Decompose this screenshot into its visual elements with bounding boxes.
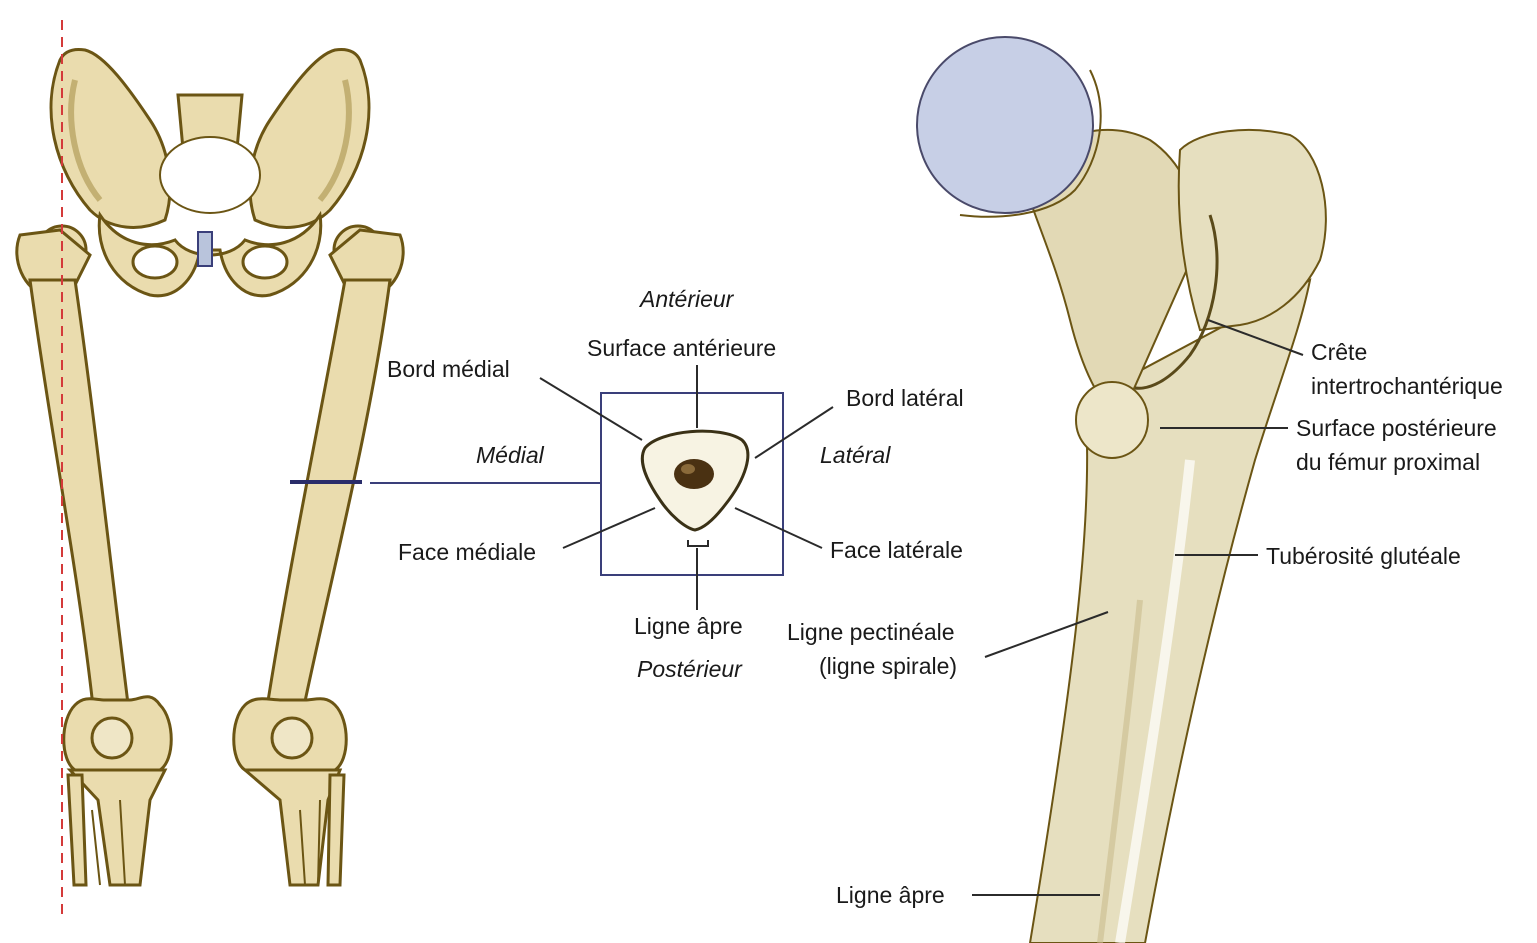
orientation-medial-label: Médial [476, 438, 544, 472]
pelvis-illustration [51, 49, 369, 295]
femoral-head [917, 37, 1093, 213]
orientation-lateral-label: Latéral [820, 438, 890, 472]
femur-left-illustration [234, 226, 403, 885]
medial-border-label: Bord médial [387, 352, 510, 386]
pectineal-line-label-line1: Ligne pectinéale [787, 615, 955, 649]
medullary-cavity [674, 459, 714, 489]
lateral-face-label: Face latérale [830, 533, 963, 567]
intertrochanteric-crest-label-line1: Crête [1311, 335, 1367, 369]
medial-face-label: Face médiale [398, 535, 536, 569]
posterior-surface-label-line2: du fémur proximal [1296, 445, 1480, 479]
orientation-anterior-label: Antérieur [640, 282, 733, 316]
linea-aspera-femur-label: Ligne âpre [836, 878, 945, 912]
femur-right-illustration [17, 226, 171, 885]
proximal-femur-illustration [917, 37, 1326, 943]
lateral-border-label: Bord latéral [846, 381, 964, 415]
pectineal-line-label-line2: (ligne spirale) [819, 649, 957, 683]
anterior-surface-label: Surface antérieure [587, 331, 776, 365]
orientation-posterior-label: Postérieur [637, 652, 742, 686]
cross-section-illustration [601, 393, 783, 575]
posterior-surface-label-line1: Surface postérieure [1296, 411, 1497, 445]
linea-aspera-section-label: Ligne âpre [634, 609, 743, 643]
gluteal-tuberosity-label: Tubérosité glutéale [1266, 539, 1461, 573]
intertrochanteric-crest-label-line2: intertrochantérique [1311, 369, 1503, 403]
